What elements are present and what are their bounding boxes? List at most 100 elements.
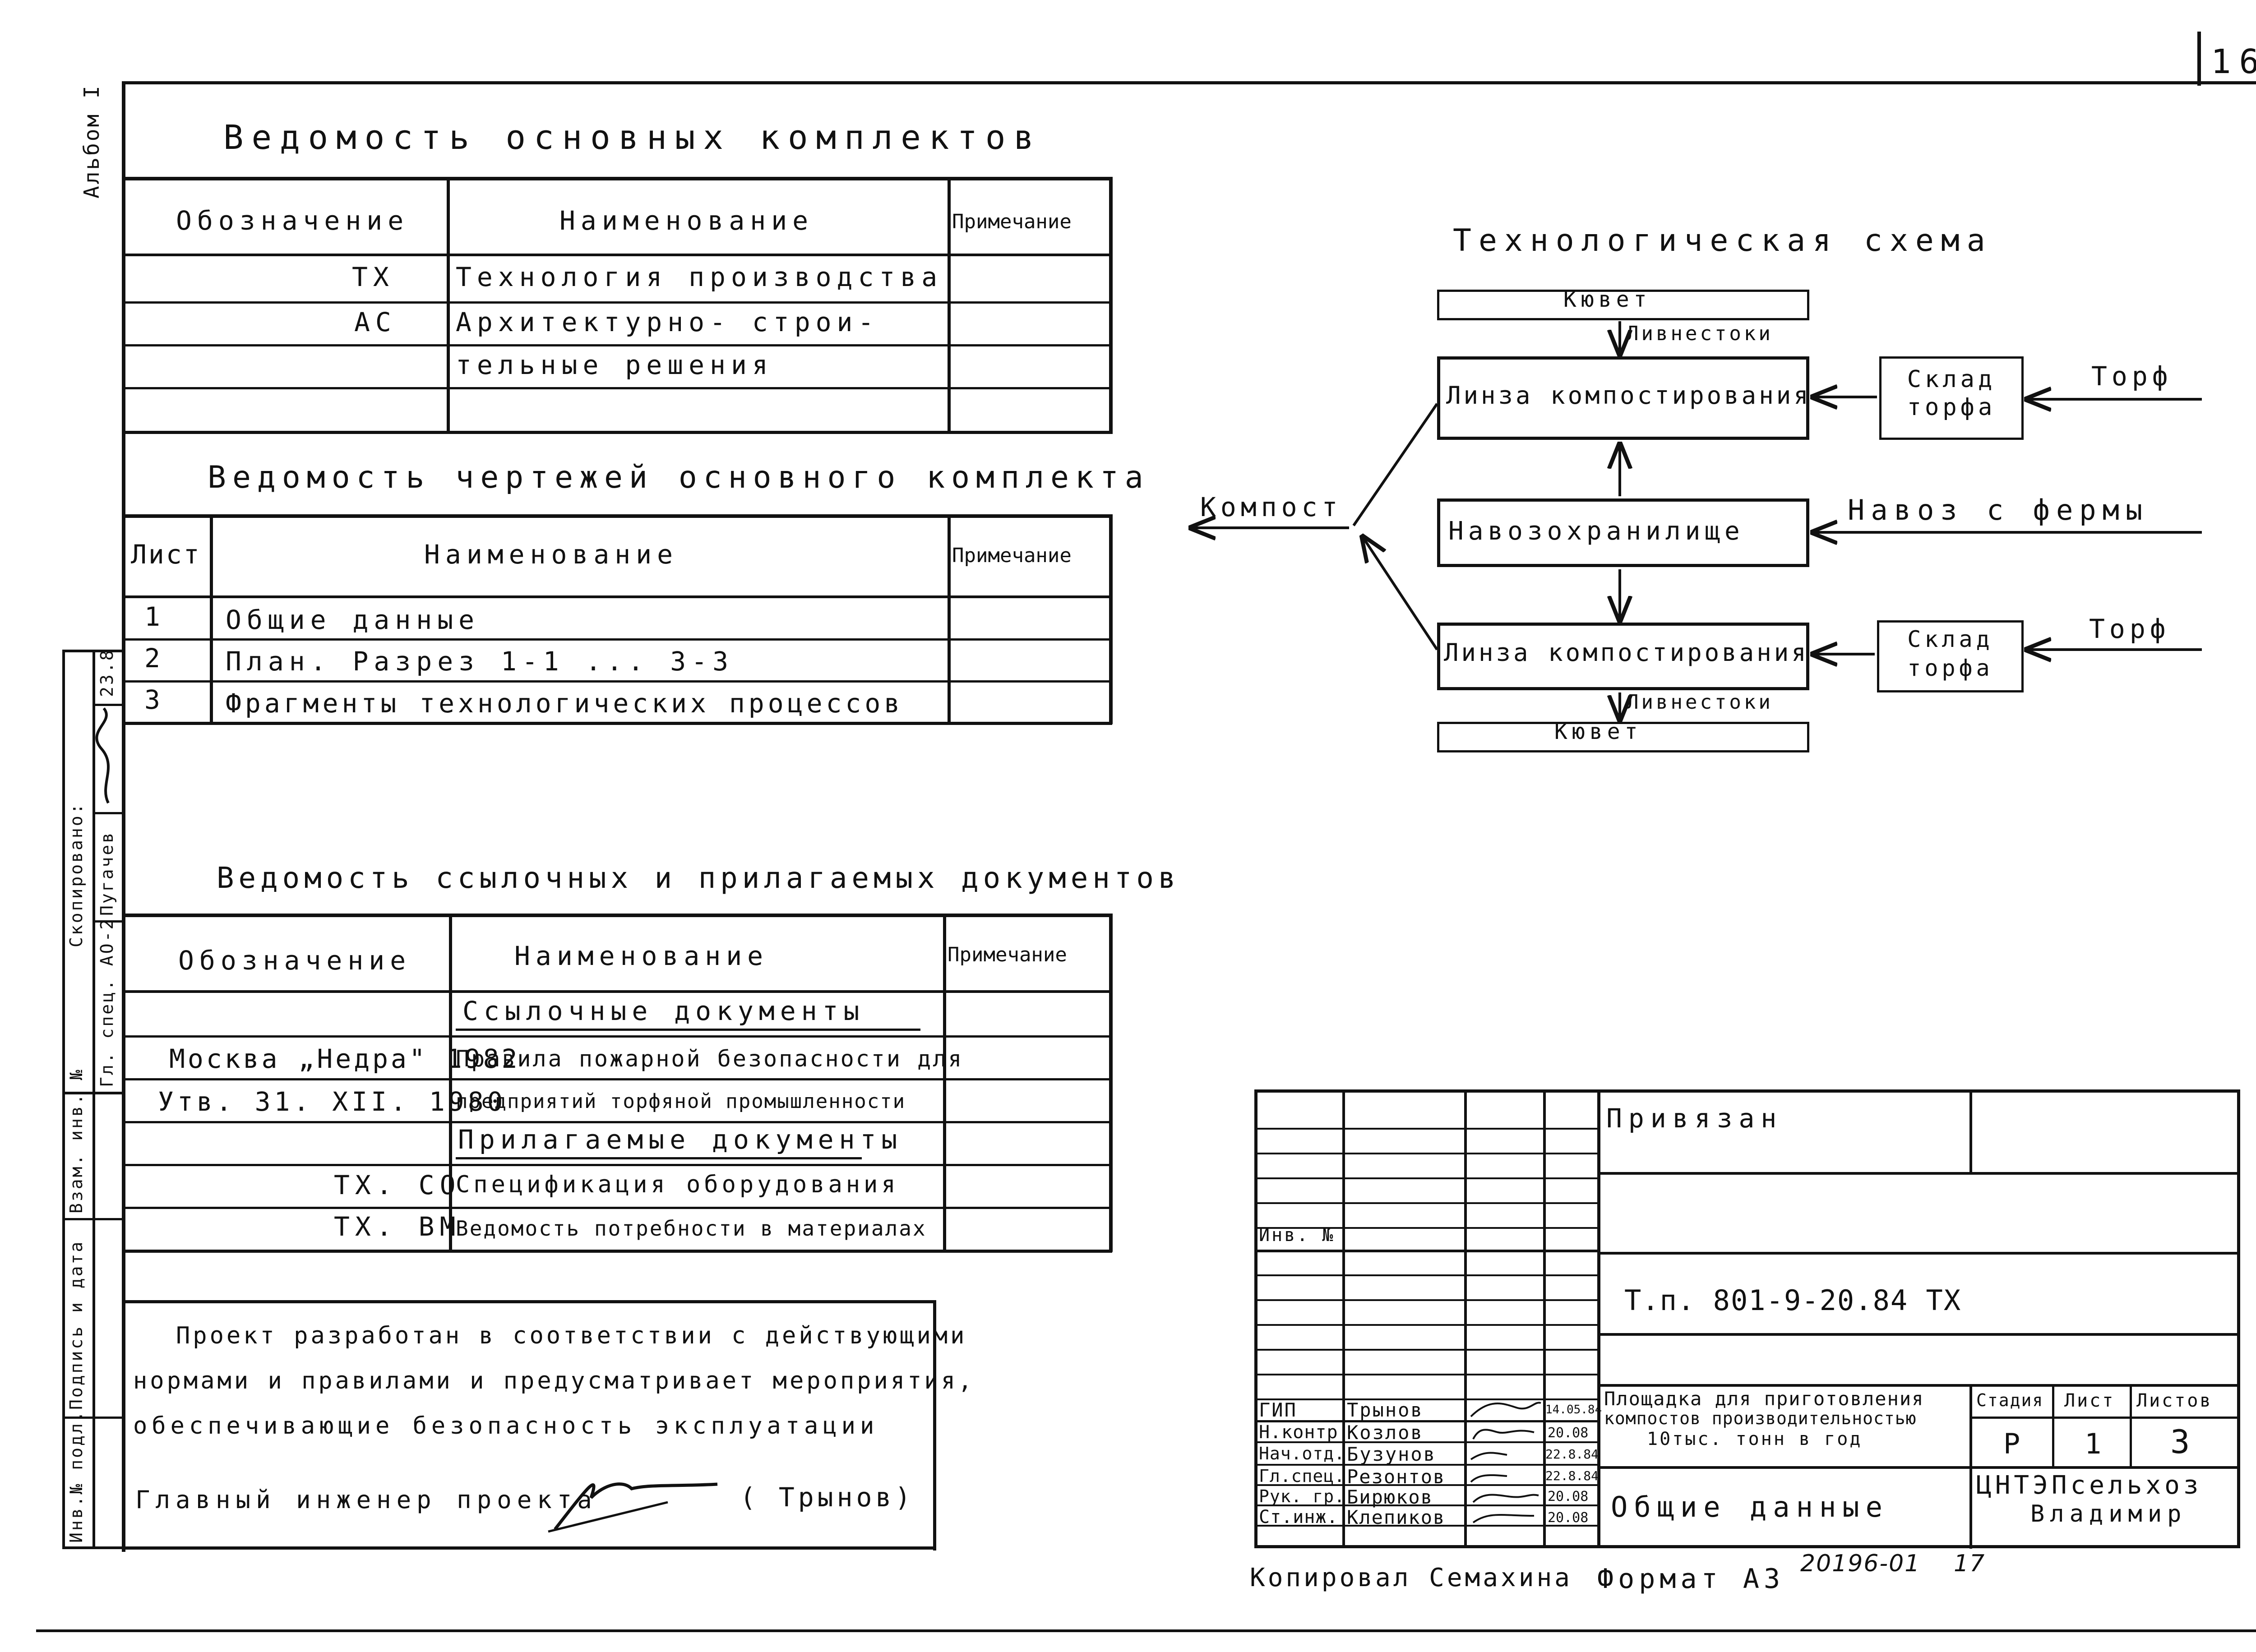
t2-row3-sheet: 3 bbox=[144, 684, 166, 715]
t1-header-note: Примечание bbox=[952, 210, 1072, 233]
stamp-stage-header: Стадия bbox=[1976, 1390, 2044, 1410]
stamp-lists-header: Листов bbox=[2136, 1390, 2213, 1411]
sklad-top-label: Склад торфа bbox=[1907, 366, 1996, 421]
stamp-project-l2: компостов производительностью bbox=[1604, 1408, 1917, 1428]
stamp-stage: Р bbox=[2003, 1427, 2026, 1460]
strip-role: Гл. спец. АО-2 bbox=[97, 917, 117, 1087]
t3-row6-code: ТХ. ВМ bbox=[334, 1211, 461, 1242]
t1-header-name: Наименование bbox=[559, 205, 814, 236]
t3-header-code: Обозначение bbox=[178, 945, 411, 976]
bottom-format: Формат А3 bbox=[1597, 1563, 1785, 1595]
t1-header-code: Обозначение bbox=[176, 205, 409, 236]
strip-vzam: Взам. инв. № bbox=[66, 1068, 86, 1214]
t3-title: Ведомость ссылочных и прилагаемых докуме… bbox=[217, 862, 1180, 895]
note-chief: Главный инженер проекта bbox=[135, 1486, 597, 1514]
stamp-list-header: Лист bbox=[2064, 1390, 2115, 1411]
stamp-list: 1 bbox=[2085, 1427, 2107, 1460]
staff-date: 14.05.84 bbox=[1545, 1403, 1602, 1417]
t3-row3-code: Утв. 31. XII. 1980 bbox=[158, 1086, 507, 1117]
t3-row6-name: Ведомость потребности в материалах bbox=[456, 1216, 927, 1241]
navozohr-box bbox=[1437, 498, 1809, 567]
linza-top-label: Линза компостирования bbox=[1446, 381, 1811, 410]
linza-bottom-label: Линза компостирования bbox=[1444, 638, 1809, 667]
t3-row1-name: Ссылочные документы bbox=[462, 996, 865, 1026]
stamp-code: Т.п. 801-9-20.84 ТХ bbox=[1624, 1284, 1962, 1317]
t3-header-note: Примечание bbox=[948, 943, 1067, 966]
staff-name: Бузунов bbox=[1347, 1443, 1437, 1465]
t2-header-sheet: Лист bbox=[131, 539, 201, 570]
staff-name: Трынов bbox=[1347, 1399, 1424, 1421]
kyuvet-bottom-label: Кювет bbox=[1554, 719, 1642, 744]
stamp-privyazan: Привязан bbox=[1606, 1103, 1783, 1134]
sklad-bottom-label: Склад торфа bbox=[1907, 626, 1993, 681]
strip-sign-date: Подпись и дата bbox=[66, 1240, 86, 1410]
linza-top-box bbox=[1437, 356, 1809, 440]
strip-inv-orig: Инв.№ подл. bbox=[66, 1409, 86, 1543]
strip-date: 23.8 bbox=[97, 648, 117, 697]
linza-bottom-box bbox=[1437, 623, 1809, 690]
staff-name: Козлов bbox=[1347, 1421, 1424, 1444]
t2-row2-sheet: 2 bbox=[144, 643, 166, 674]
t1-row1-code: ТХ bbox=[352, 262, 394, 292]
torf-bottom: Торф bbox=[2089, 614, 2170, 644]
staff-date: 20.08 bbox=[1548, 1425, 1589, 1441]
navozohr-label: Навозохранилище bbox=[1448, 517, 1744, 546]
stamp-sheet-title: Общие данные bbox=[1611, 1490, 1889, 1523]
sheet-number: 16 bbox=[2211, 42, 2256, 81]
t2-row3-name: Фрагменты технологических процессов bbox=[226, 688, 904, 719]
staff-date: 22.8.84 bbox=[1545, 1447, 1599, 1462]
staff-role: Рук. гр. bbox=[1259, 1486, 1345, 1506]
strip-person: Пугачев bbox=[97, 831, 117, 916]
t2-row2-name: План. Разрез 1-1 ... 3-3 bbox=[226, 646, 734, 677]
staff-date: 20.08 bbox=[1548, 1489, 1589, 1504]
stamp-project-l3: 10тыс. тонн в год bbox=[1647, 1429, 1863, 1449]
t3-row5-code: ТХ. СО bbox=[334, 1170, 461, 1200]
kompost-label: Компост bbox=[1200, 492, 1342, 522]
t2-row1-sheet: 1 bbox=[144, 601, 166, 632]
t1-row2-name: Архитектурно- строи- bbox=[456, 307, 879, 337]
t2-title: Ведомость чертежей основного комплекта bbox=[208, 460, 1150, 495]
album-label: Альбом I bbox=[79, 84, 104, 198]
note-line-3: обеспечивающие безопасность эксплуатации bbox=[133, 1412, 879, 1440]
frame-bottom bbox=[36, 1629, 2256, 1632]
bottom-copied: Копировал Семахина bbox=[1250, 1563, 1572, 1592]
navoz-label: Навоз с фермы bbox=[1848, 494, 2149, 526]
sklad-bottom-box bbox=[1877, 620, 2024, 692]
t1-row3-name: тельные решения bbox=[456, 350, 773, 380]
stamp-org-l2: Владимир bbox=[2030, 1500, 2187, 1527]
bottom-order: 20196-01 bbox=[1800, 1550, 1921, 1577]
t1-title: Ведомость основных комплектов bbox=[223, 118, 1042, 157]
staff-name: Клепиков bbox=[1347, 1506, 1446, 1528]
kyuvet-top-label: Кювет bbox=[1563, 287, 1651, 312]
livnestoki-bottom: Ливнестоки bbox=[1627, 691, 1773, 714]
staff-name: Резонтов bbox=[1347, 1466, 1446, 1488]
t2-row1-name: Общие данные bbox=[226, 605, 480, 635]
sklad-top-box bbox=[1879, 356, 2024, 440]
t1-row2-code: АС bbox=[354, 307, 397, 337]
livnestoki-top: Ливнестоки bbox=[1627, 322, 1773, 345]
t2-header-name: Наименование bbox=[424, 539, 679, 570]
t3-header-name: Наименование bbox=[514, 941, 769, 971]
stamp-lists: 3 bbox=[2170, 1423, 2196, 1461]
t3-row4-name: Прилагаемые документы bbox=[458, 1124, 903, 1155]
note-line-1: Проект разработан в соответствии с дейст… bbox=[176, 1322, 967, 1349]
staff-role: Ст.инж. bbox=[1259, 1507, 1338, 1527]
scheme-title: Технологическая схема bbox=[1453, 223, 1992, 258]
strip-copy-note: Скопировано: bbox=[66, 802, 86, 947]
t3-row3-name: предприятий торфяной промышленности bbox=[456, 1090, 906, 1113]
staff-role: Нач.отд. bbox=[1259, 1444, 1345, 1463]
t3-row2-code: Москва „Недра" 1982 bbox=[169, 1043, 520, 1074]
staff-date: 20.08 bbox=[1548, 1510, 1589, 1526]
staff-role: Гл.спец. bbox=[1259, 1466, 1345, 1486]
stamp-project-l1: Площадка для приготовления bbox=[1604, 1388, 1924, 1410]
note-chief-name: ( Трынов) bbox=[740, 1482, 915, 1513]
t3-row5-name: Спецификация оборудования bbox=[456, 1171, 899, 1198]
stamp-org-l1: ЦНТЭПсельхоз bbox=[1976, 1471, 2202, 1500]
kyuvet-bottom-box bbox=[1437, 722, 1809, 752]
t2-header-note: Примечание bbox=[952, 544, 1072, 567]
frame-top bbox=[122, 81, 2256, 84]
t3-row2-name: Правила пожарной безопасности для bbox=[456, 1046, 964, 1072]
kyuvet-top-box bbox=[1437, 290, 1809, 320]
note-line-2: нормами и правилами и предусматривает ме… bbox=[133, 1367, 975, 1394]
staff-role: ГИП bbox=[1259, 1399, 1297, 1421]
